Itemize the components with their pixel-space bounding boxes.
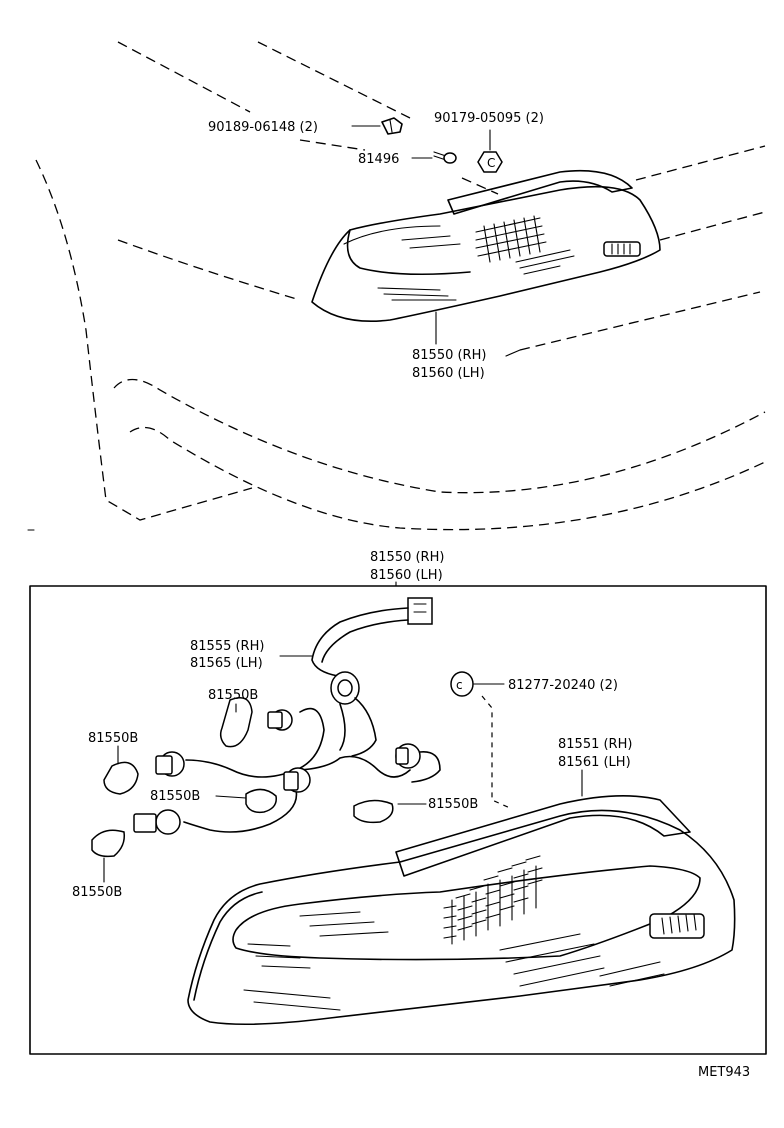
nut-icon: C [477,151,503,173]
leader-lines-top [351,125,521,357]
lens-grid-bottom [243,855,665,1011]
bulb-socket-2 [283,767,311,793]
label-socket-rh: 81555 (RH) [190,639,264,654]
screw-icon [433,151,457,164]
gasket-icon: c [450,671,474,697]
label-bulb-1: 81550B [208,688,258,703]
label-screw: 81496 [358,152,399,167]
svg-text:C: C [487,156,495,170]
label-lens-lh: 81561 (LH) [558,755,631,770]
lamp-lens-grid-top [377,215,575,301]
label-assy-lh: 81560 (LH) [370,568,443,583]
label-bulb-2: 81550B [88,731,138,746]
svg-text:c: c [456,678,463,692]
gasket-guide [481,695,511,809]
bulb-icon-1 [219,697,253,748]
bulb-icon-4 [353,799,394,824]
label-lens-rh: 81551 (RH) [558,737,632,752]
bolt-clip-icon [381,117,403,135]
label-bulb-5: 81550B [72,885,122,900]
bulb-icon-5 [91,829,126,858]
label-lamp-top-rh: 81550 (RH) [412,348,486,363]
bulb-socket-5 [133,809,181,835]
lens-assembly [187,795,736,1026]
assembly-frame [29,585,767,1055]
label-bolt-clip: 90189-06148 (2) [208,120,318,135]
label-assy-rh: 81550 (RH) [370,550,444,565]
label-bulb-3: 81550B [150,789,200,804]
label-lamp-top-lh: 81560 (LH) [412,366,485,381]
label-gasket: 81277-20240 (2) [508,678,618,693]
bulb-socket-1 [267,709,293,731]
bulb-socket-3 [395,743,421,769]
label-bulb-4: 81550B [428,797,478,812]
bulb-socket-4 [155,751,185,777]
socket-wire-harness [183,597,441,833]
bulb-icon-2 [103,761,139,795]
label-socket-lh: 81565 (LH) [190,656,263,671]
label-nut: 90179-05095 (2) [434,111,544,126]
vehicle-body-outline [35,41,766,531]
reference-code: MET943 [698,1065,750,1080]
bulb-icon-3 [245,788,277,814]
tail-lamp-installed [311,169,661,322]
